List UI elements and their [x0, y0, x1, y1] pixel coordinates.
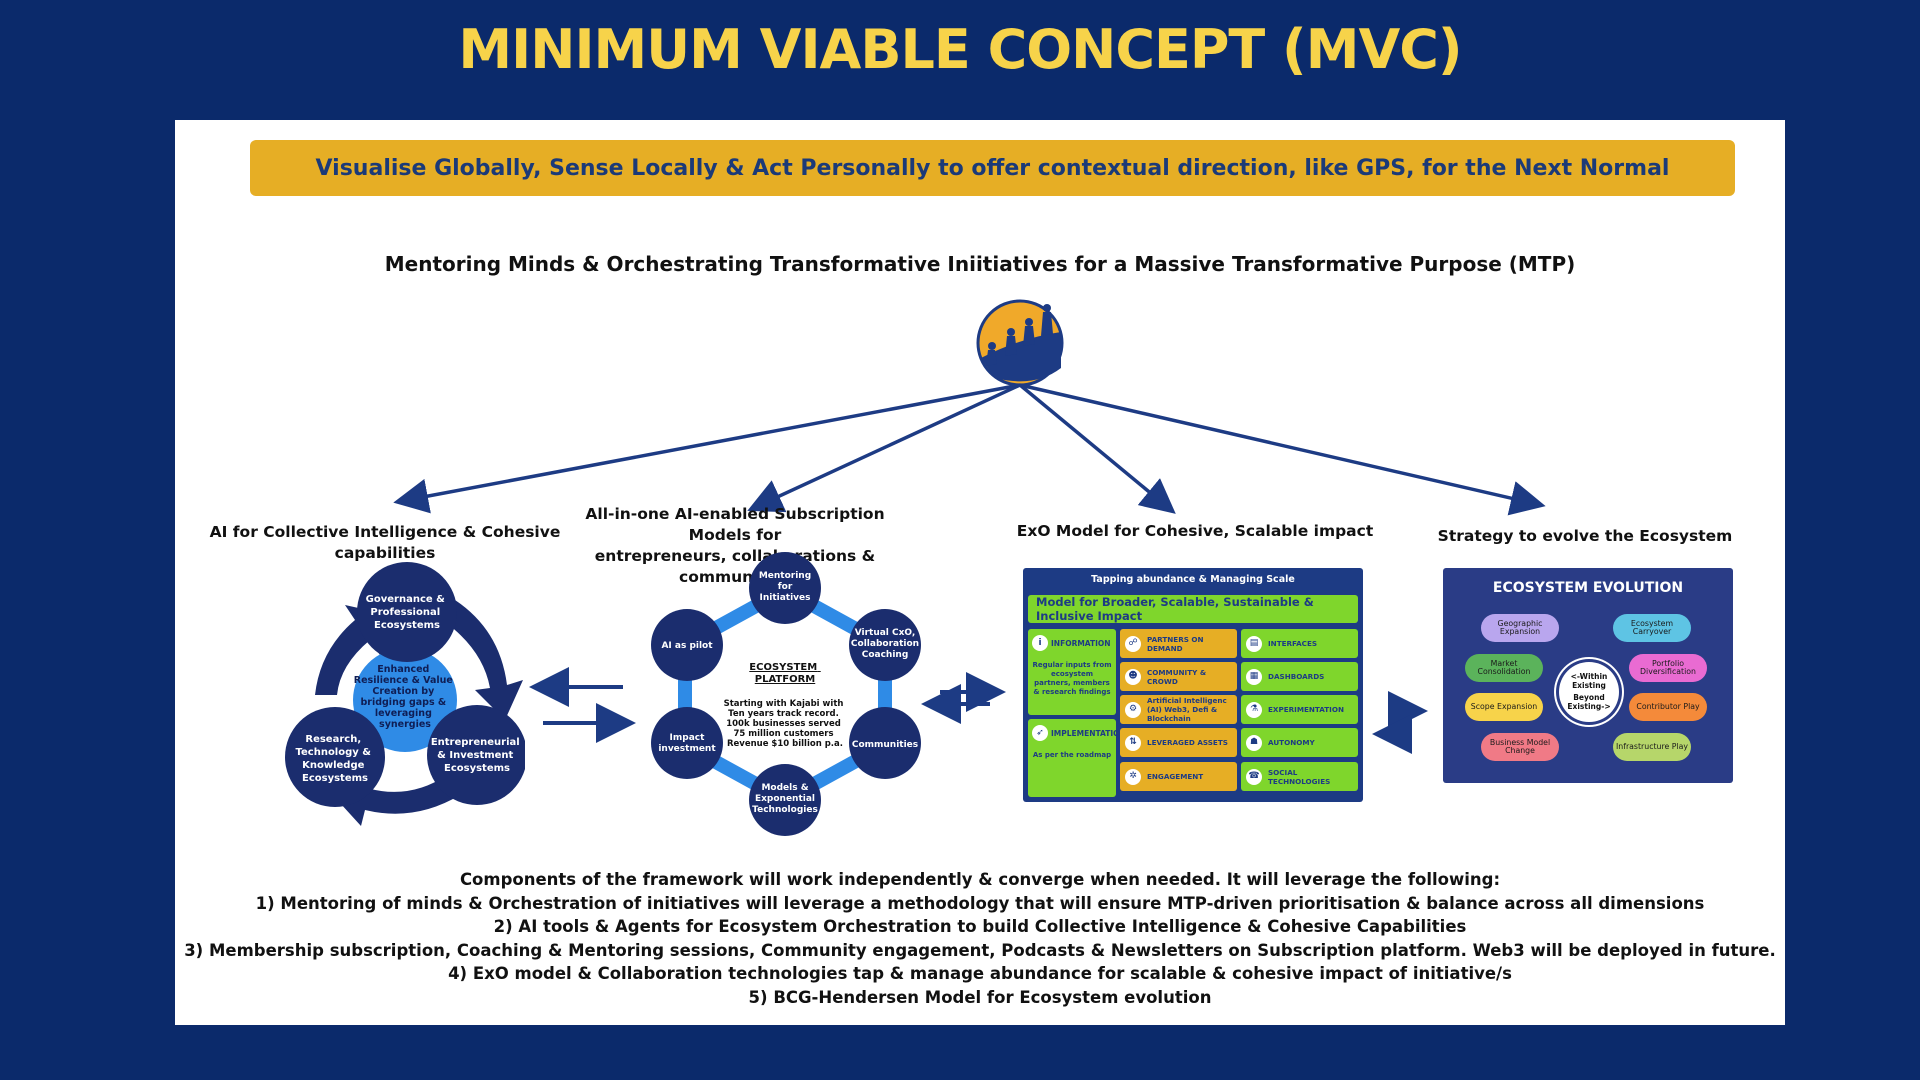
exo-dashboards: ▦DASHBOARDS	[1241, 662, 1358, 691]
platform-title: PLATFORM	[755, 674, 816, 685]
exo-header: Tapping abundance & Managing Scale	[1091, 574, 1295, 585]
social-icon: ☎	[1246, 768, 1262, 785]
exo-engagement: ✲ENGAGEMENT	[1120, 762, 1237, 791]
cycle-center-line: Creation by	[372, 686, 435, 697]
node-models	[749, 764, 821, 836]
eco-title: ECOSYSTEM EVOLUTION	[1492, 580, 1684, 596]
pill-infrastructure-play: Infrastructure Play	[1613, 733, 1691, 761]
connector-arrows	[393, 383, 1546, 754]
pill-scope-expansion: Scope Expansion	[1465, 693, 1543, 721]
team-climbing-logo-icon	[976, 299, 1064, 387]
platform-title: ECOSYSTEM	[749, 662, 817, 673]
svg-text:ECOSYSTEM PLATFORM: ECOSYSTEM PLATFORM	[749, 662, 820, 685]
tagline-banner: Visualise Globally, Sense Locally & Act …	[250, 140, 1735, 196]
cycle-center-line: Resilience & Value	[354, 675, 453, 686]
svg-text:Starting with Kajabi with: Starting with Kajabi with Ten years trac…	[724, 699, 847, 749]
people-icon: ☻	[1125, 668, 1141, 685]
label-strategy: Strategy to evolve the Ecosystem	[1437, 527, 1733, 545]
node-impact-investment	[651, 707, 723, 779]
node-mentoring	[749, 552, 821, 624]
engagement-icon: ✲	[1125, 768, 1141, 785]
interfaces-icon: ▤	[1246, 635, 1262, 652]
footer-line: 3) Membership subscription, Coaching & M…	[184, 940, 1776, 960]
svg-text:Entrepreneurial & Invest: Entrepreneurial & Investment Ecosystems	[431, 737, 523, 774]
svg-text:AI as pilot: AI as pilot	[661, 641, 713, 651]
label-exo-model: ExO Model for Cohesive, Scalable impact	[1016, 522, 1374, 540]
cycle-center-line: Enhanced	[377, 664, 429, 675]
cycle-center-line: leveraging	[375, 708, 432, 719]
mtp-heading: Mentoring Minds & Orchestrating Transfor…	[384, 252, 1576, 276]
exo-model-bar: Model for Broader, Scalable, Sustainable…	[1028, 595, 1358, 623]
cycle-center-line: bridging gaps &	[360, 697, 446, 708]
dashboard-icon: ▦	[1246, 668, 1262, 685]
exo-partners-on-demand: ☍PARTNERS ON DEMAND	[1120, 629, 1237, 658]
exo-model-panel: Tapping abundance & Managing Scale Model…	[1023, 568, 1363, 802]
handshake-icon: ☍	[1125, 635, 1141, 652]
ecosystem-platform-hexagon: ECOSYSTEM PLATFORM Starting with Kajabi …	[651, 552, 921, 836]
svg-text:Communities: Communities	[852, 740, 918, 750]
label-ai-collective: AI for Collective Intelligence & Cohesiv…	[209, 523, 561, 562]
exo-artificial-intelligence: ⚙Artificial Intelligenc (AI) Web3, Defi …	[1120, 695, 1237, 724]
ecosystem-evolution-panel: ECOSYSTEM EVOLUTION Geographic Expansion…	[1443, 568, 1733, 783]
node-virtual-cxo	[849, 609, 921, 681]
exo-leveraged-assets: ⇅LEVERAGED ASSETS	[1120, 728, 1237, 757]
info-icon: i	[1032, 635, 1048, 651]
framework-components-text: Components of the framework will work in…	[175, 868, 1785, 1009]
pill-geographic-expansion: Geographic Expansion	[1481, 614, 1559, 642]
footer-line: Components of the framework will work in…	[459, 870, 1501, 889]
team-icon: ☗	[1246, 734, 1262, 751]
exo-autonomy: ☗AUTONOMY	[1241, 728, 1358, 757]
pill-portfolio-diversification: Portfolio Diversification	[1629, 654, 1707, 682]
assets-icon: ⇅	[1125, 734, 1141, 751]
exo-interfaces: ▤INTERFACES	[1241, 629, 1358, 658]
pill-ecosystem-carryover: Ecosystem Carryover	[1613, 614, 1691, 642]
svg-text:Enhanced Resilience & Va: Enhanced Resilience & Value Creation by …	[354, 664, 456, 730]
pill-business-model-change: Business Model Change	[1481, 733, 1559, 761]
collective-intelligence-cycle: Enhanced Resilience & Value Creation by …	[285, 562, 525, 826]
cycle-center	[353, 648, 457, 752]
svg-text:Governance & Professiona: Governance & Professional Ecosystems	[366, 594, 449, 631]
footer-line: 1) Mentoring of minds & Orchestration of…	[255, 893, 1705, 913]
pill-contributor-play: Contributor Play	[1629, 693, 1707, 721]
svg-text:Research, Technology &: Research, Technology & Knowledge Ecosyst…	[296, 734, 375, 784]
content-panel: Visualise Globally, Sense Locally & Act …	[175, 120, 1785, 1025]
gear-icon: ⚙	[1125, 701, 1141, 718]
footer-line: 5) BCG-Hendersen Model for Ecosystem evo…	[748, 987, 1212, 1007]
label-subscription-models: All-in-one AI-enabled Subscription Model…	[585, 505, 885, 586]
node-governance	[357, 562, 457, 662]
page-title: MINIMUM VIABLE CONCEPT (MVC)	[458, 18, 1462, 81]
node-ai-pilot	[651, 609, 723, 681]
exo-social-technologies: ☎SOCIAL TECHNOLOGIES	[1241, 762, 1358, 791]
exo-experimentation: ⚗EXPERIMENTATION	[1241, 695, 1358, 724]
flask-icon: ⚗	[1246, 701, 1262, 718]
node-entrepreneurial	[427, 705, 525, 805]
exo-community-crowd: ☻COMMUNITY & CROWD	[1120, 662, 1237, 691]
rocket-icon: ➶	[1032, 725, 1048, 741]
node-communities	[849, 707, 921, 779]
eco-center: <-Within Existing Beyond Existing->	[1559, 662, 1619, 722]
cycle-center-line: synergies	[379, 719, 431, 730]
footer-line: 2) AI tools & Agents for Ecosystem Orche…	[493, 917, 1467, 936]
pill-market-consolidation: Market Consolidation	[1465, 654, 1543, 682]
node-research	[285, 707, 385, 807]
exo-implementation: ➶IMPLEMENTATION As per the roadmap	[1028, 719, 1126, 797]
footer-line: 4) ExO model & Collaboration technologie…	[448, 964, 1512, 983]
